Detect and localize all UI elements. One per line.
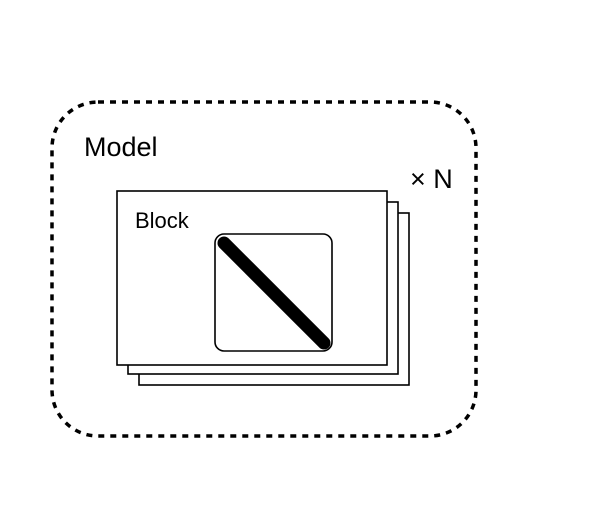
block-label: Block (135, 208, 190, 233)
repeat-count-label: × N (410, 164, 453, 194)
model-label: Model (84, 132, 158, 162)
diagonal-line-icon (214, 233, 333, 352)
diagonal-line (217, 236, 331, 350)
